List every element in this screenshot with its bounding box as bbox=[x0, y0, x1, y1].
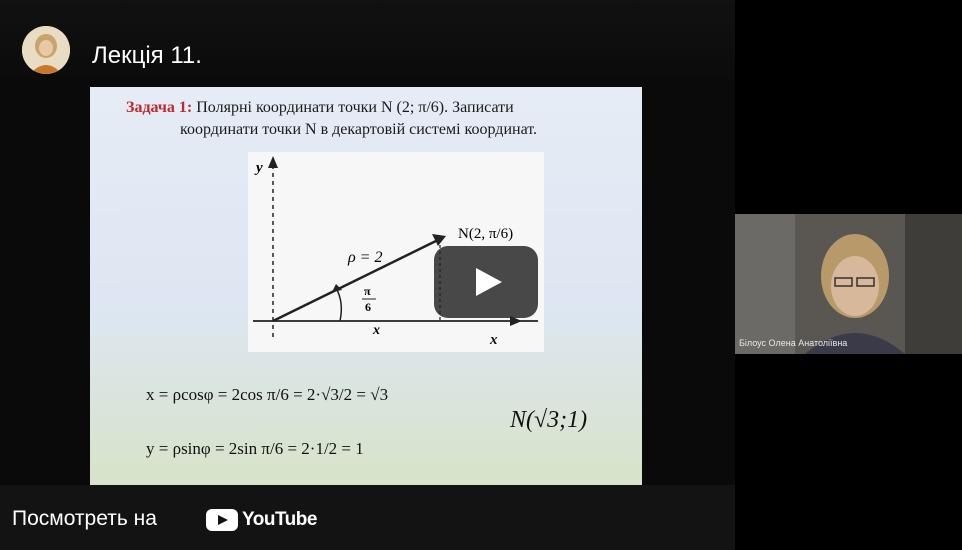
watch-on-label[interactable]: Посмотреть на bbox=[12, 507, 157, 530]
watch-on-youtube-bar[interactable]: Посмотреть на YouTube bbox=[0, 485, 735, 550]
formula-x: x = ρcosφ = 2cos π/6 = 2·√3/2 = √3 bbox=[146, 385, 389, 404]
y-axis-label: y bbox=[254, 160, 263, 176]
play-button[interactable] bbox=[434, 246, 538, 318]
task-line-2: координати точки N в декартовій системі … bbox=[180, 121, 538, 138]
task-label: Задача 1: bbox=[126, 99, 193, 116]
formula-y: y = ρsinφ = 2sin π/6 = 2·1/2 = 1 bbox=[146, 439, 364, 458]
participant-name: Білоус Олена Анатоліївна bbox=[739, 338, 848, 348]
task-text: Задача 1: Полярні координати точки N (2;… bbox=[126, 97, 636, 141]
youtube-wordmark: YouTube bbox=[242, 509, 317, 530]
point-label: N(2, π/6) bbox=[458, 226, 513, 242]
webcam-feed: Білоус Олена Анатоліївна bbox=[735, 214, 962, 354]
youtube-play-icon bbox=[206, 509, 238, 531]
video-header: Лекція 11. bbox=[0, 0, 735, 80]
polar-figure: y x ρ = 2 π 6 N(2, π/6) bbox=[248, 152, 544, 352]
video-frame[interactable]: Лекція 11. Задача 1: Полярні координати … bbox=[0, 0, 735, 550]
result-point: N(√3;1) bbox=[510, 407, 588, 433]
angle-num: π bbox=[364, 284, 371, 298]
x-axis-label: x bbox=[490, 332, 498, 348]
x-leg-label: x bbox=[372, 323, 380, 338]
lecture-slide: Задача 1: Полярні координати точки N (2;… bbox=[90, 87, 642, 485]
rho-label: ρ = 2 bbox=[347, 249, 382, 266]
video-title[interactable]: Лекція 11. bbox=[92, 42, 202, 69]
youtube-logo[interactable]: YouTube bbox=[206, 508, 317, 532]
task-line-1: Полярні координати точки N (2; π/6). Зап… bbox=[196, 99, 514, 116]
channel-avatar[interactable] bbox=[22, 26, 70, 74]
angle-den: 6 bbox=[365, 300, 371, 314]
